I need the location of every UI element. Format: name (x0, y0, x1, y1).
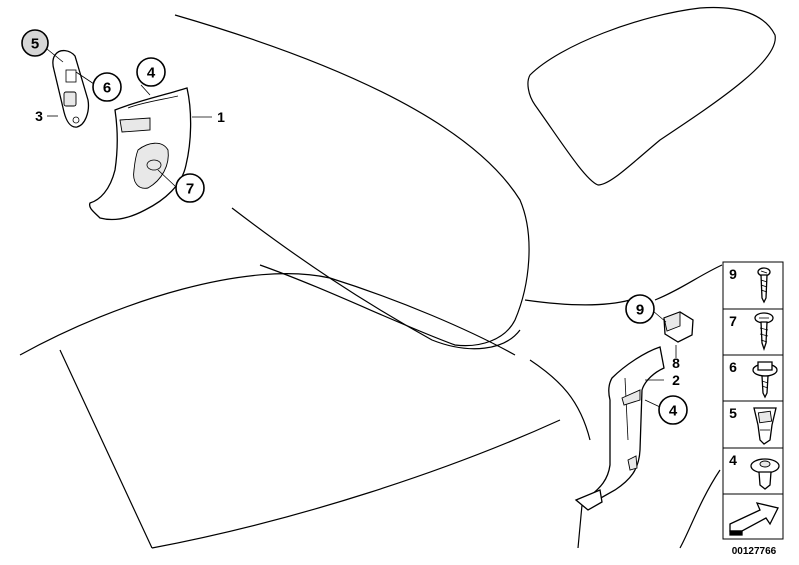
svg-text:6: 6 (103, 80, 111, 97)
svg-text:9: 9 (729, 266, 737, 282)
svg-text:4: 4 (669, 403, 678, 420)
screw-icon (757, 267, 771, 304)
lower-pillar-trim (574, 346, 665, 511)
callout-4-bottom: 4 (658, 395, 688, 425)
bent-arrow-icon (729, 502, 779, 536)
svg-text:5: 5 (729, 405, 737, 421)
svg-text:4: 4 (147, 65, 156, 82)
svg-text:5: 5 (31, 36, 39, 53)
svg-text:4: 4 (729, 452, 737, 468)
label-1: 1 (217, 109, 225, 125)
label-2: 2 (672, 372, 680, 388)
callout-9: 9 (625, 294, 655, 324)
callout-7: 7 (175, 173, 205, 203)
legend-item-9 (722, 261, 784, 310)
svg-text:7: 7 (186, 181, 194, 198)
wood-screw-icon (754, 312, 774, 352)
svg-text:9: 9 (636, 302, 644, 319)
svg-text:7: 7 (729, 313, 737, 329)
svg-text:6: 6 (729, 359, 737, 375)
push-rivet-icon (750, 458, 780, 490)
leader-lines (46, 48, 677, 408)
reference-number: 00127766 (732, 546, 777, 557)
callout-6-top: 6 (92, 72, 122, 102)
callout-4-top: 4 (136, 57, 166, 87)
car-body-outline (19, 6, 776, 549)
label-3: 3 (35, 108, 43, 124)
clip-nut-icon (753, 407, 777, 445)
callout-5-top: 5 (21, 29, 49, 57)
upper-pillar-trim (88, 87, 192, 221)
legend-panel: 9 7 6 5 4 (722, 261, 784, 540)
hex-bolt-icon (752, 361, 778, 399)
clip-part-8 (663, 311, 694, 343)
bracket-part-3 (52, 49, 90, 128)
label-8: 8 (672, 355, 680, 371)
